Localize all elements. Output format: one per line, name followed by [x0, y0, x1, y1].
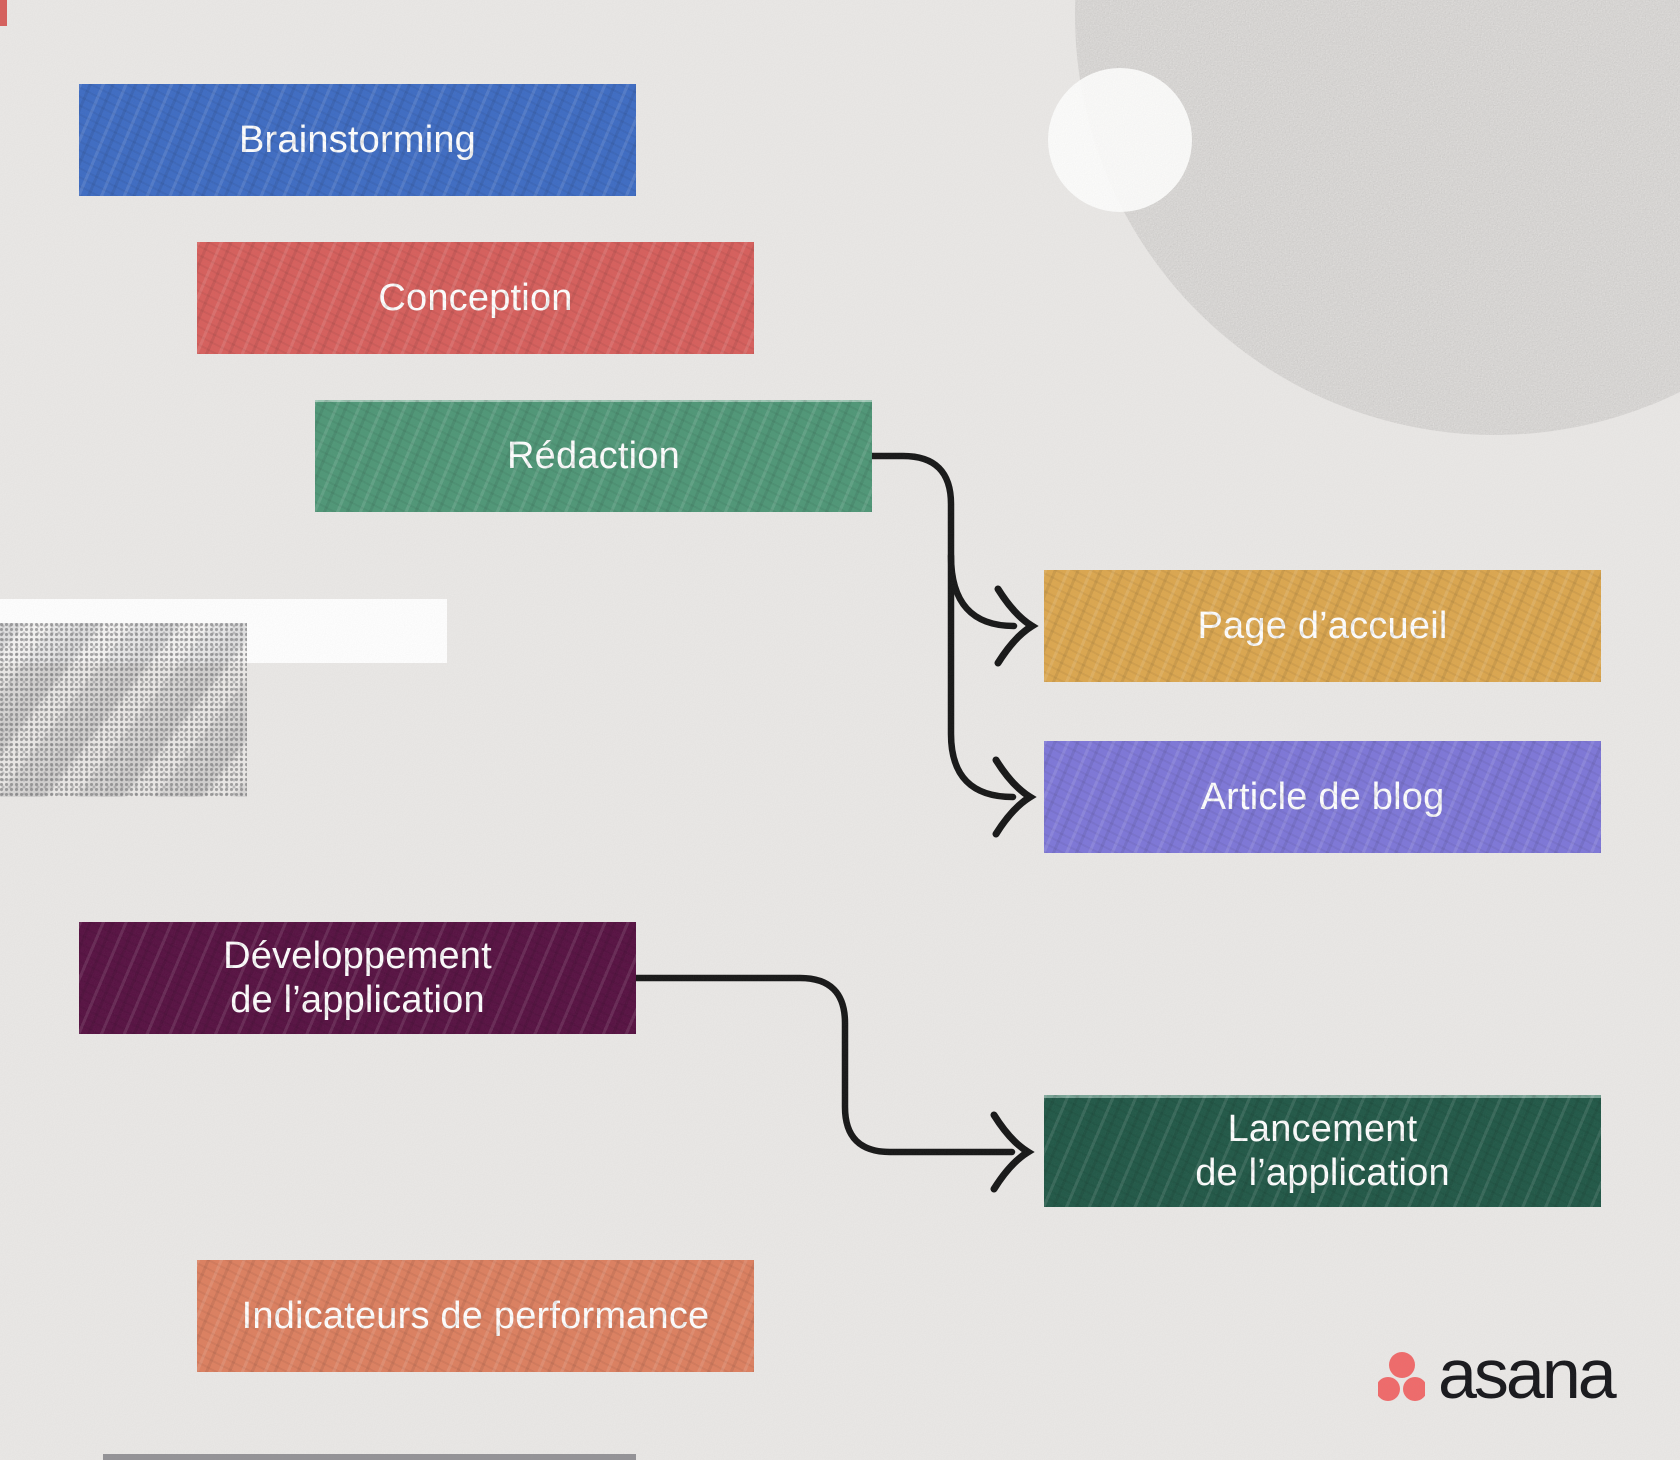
task-bar-article-blog: Article de blog: [1044, 741, 1601, 853]
task-label: Brainstorming: [238, 118, 477, 161]
task-bar-redaction: Rédaction: [315, 400, 872, 512]
task-label: Article de blog: [1200, 775, 1445, 818]
task-bar-conception: Conception: [197, 242, 754, 354]
task-label-line1: Lancement: [1227, 1107, 1418, 1150]
white-circle-decor: [1048, 68, 1192, 212]
arrowhead-lancement: [990, 1111, 1035, 1193]
decor-corner-sliver: [0, 0, 7, 26]
asana-logo-text: asana: [1438, 1335, 1617, 1413]
task-label: Conception: [378, 276, 573, 319]
task-bar-page-accueil: Page d’accueil: [1044, 570, 1601, 682]
decor-bottom-edge: [103, 1454, 636, 1460]
asana-logo-mark: [1378, 1352, 1425, 1401]
task-bar-lancement: Lancement de l’application: [1044, 1095, 1601, 1207]
task-label: Page d’accueil: [1197, 604, 1448, 647]
decor-halftone-patch: [0, 623, 247, 797]
asana-logo: asana: [1378, 1335, 1617, 1413]
task-bar-indicateurs: Indicateurs de performance: [197, 1260, 754, 1372]
arrowhead-article-blog: [992, 756, 1037, 838]
large-gray-circle-decor: [1075, 0, 1680, 435]
arrow-developpement: [632, 974, 1016, 1156]
task-label-line1: Développement: [223, 934, 492, 977]
task-label-line2: de l’application: [230, 979, 485, 1021]
arrow-branch-page-accueil: [947, 552, 1018, 630]
task-bar-brainstorming: Brainstorming: [79, 84, 636, 196]
task-label-line2: de l’application: [1195, 1152, 1450, 1194]
task-label: Rédaction: [507, 434, 680, 477]
arrow-redaction-trunk: [868, 452, 1017, 801]
task-label: Indicateurs de performance: [241, 1294, 710, 1337]
arrowhead-page-accueil: [994, 585, 1039, 667]
task-bar-developpement: Développement de l’application: [79, 922, 636, 1034]
